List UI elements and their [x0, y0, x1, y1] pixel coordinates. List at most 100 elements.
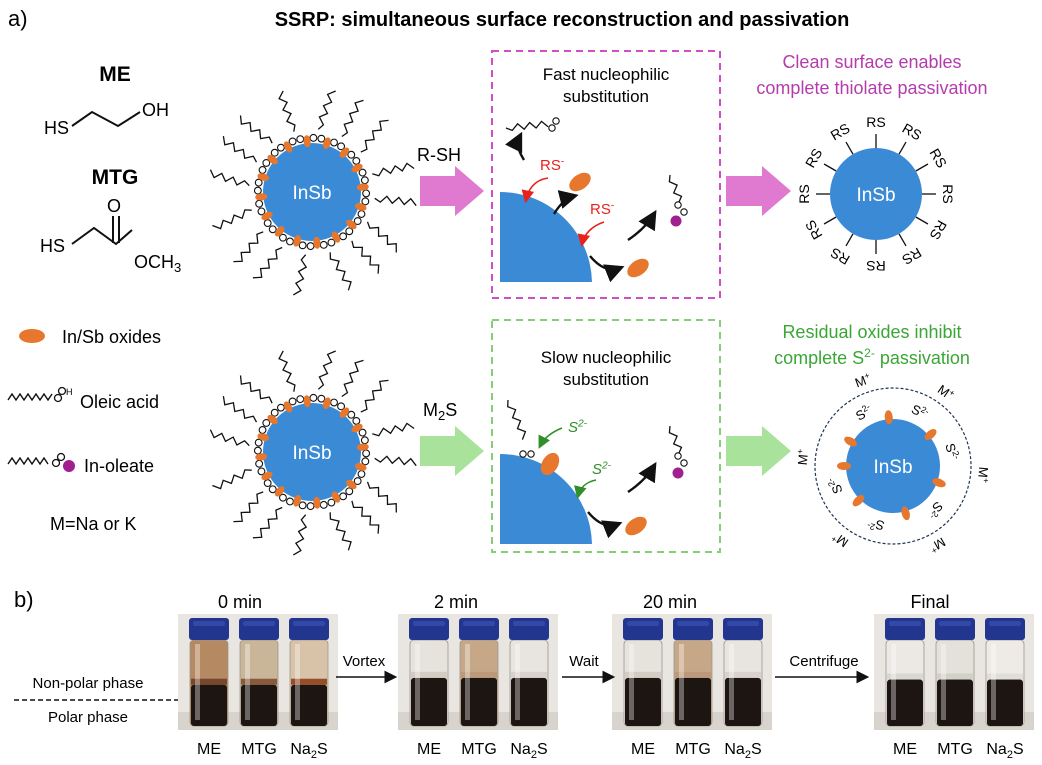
nc-top-carboxylate-o	[317, 134, 326, 143]
vial-polar-phase-0-0	[191, 684, 227, 726]
nc-top-ligand-chain-14	[360, 119, 389, 153]
nc-top-carboxylate-o	[352, 156, 361, 165]
bottom-result-line2: complete S2- passivation	[774, 346, 970, 368]
nc-top-oxide	[255, 193, 268, 201]
nc-bottom-core	[263, 403, 361, 501]
thiolate-rs-label-10: RS	[802, 146, 826, 171]
nc-top-oxide	[354, 203, 367, 211]
nc-bottom-oxide	[346, 479, 357, 490]
nc-top-ligand-chain-0	[374, 195, 417, 207]
thiolate-bond-1	[898, 141, 907, 155]
nc-top-carboxylate-o	[353, 217, 362, 226]
counter-ion-m-label-4: M+	[829, 529, 851, 551]
nc-bottom-carboxylate-o	[278, 493, 287, 502]
nc-top-carboxylate-o	[339, 232, 348, 241]
reagent-rsh: R-SH	[417, 145, 461, 165]
sulfide-residual-oxide-5	[852, 494, 865, 507]
nc-top-carboxylate-o	[255, 199, 264, 208]
nc-bottom-ligand-chain-14	[360, 379, 389, 413]
oxide-legend-icon	[19, 329, 45, 343]
transition-vortex-label: Vortex	[343, 653, 386, 670]
slow-surface-quarter	[500, 454, 592, 544]
fast-mechanism: RS-RS-	[500, 117, 688, 283]
nc-top-ligand-chain-12	[317, 90, 336, 130]
nc-top-oxide	[274, 226, 285, 237]
fast-surface-quarter	[500, 192, 592, 282]
nc-bottom-ligand-chain-13	[341, 359, 364, 398]
legend-oleic: Oleic acid	[80, 392, 159, 412]
vial-interface-3-1	[937, 673, 973, 680]
vial-interface-2-2	[725, 671, 761, 678]
legend-m-def: M=Na or K	[50, 514, 137, 534]
nc-top-carboxylate-o	[357, 210, 366, 218]
nc-top-carboxylate-o	[298, 241, 307, 250]
slow-oleate-chain	[507, 399, 527, 440]
thiolate-rs-label-9: RS	[796, 184, 812, 203]
vial-polar-phase-1-0	[411, 677, 447, 726]
phase-label-polar: Polar phase	[48, 709, 128, 726]
nc-top-carboxylate-o	[276, 143, 285, 152]
slow-s2-label-1: S2-	[568, 418, 588, 436]
nc-top-carboxylate-o	[345, 227, 354, 236]
nc-bottom-oxide	[283, 401, 293, 413]
step-time-label-0: 0 min	[218, 592, 262, 612]
nc-top-ligand-chain-13	[341, 99, 364, 138]
vial-interface-1-1	[461, 671, 497, 678]
nc-top-ligand-chain-6	[233, 231, 264, 263]
nc-bottom-carboxylate-o	[254, 438, 263, 447]
nc-bottom-carboxylate-o	[347, 410, 356, 419]
nc-bottom-oxide	[313, 496, 321, 509]
nc-bottom-carboxylate-o	[262, 418, 271, 427]
slow-in-oleate-o	[680, 459, 688, 467]
slow-indium-dot	[672, 467, 684, 479]
vial-cap-highlight-0-2	[293, 621, 325, 626]
nc-bottom-oxide	[274, 486, 285, 497]
ligand-me-name: ME	[99, 63, 131, 86]
nc-top-ligand-chain-4	[292, 254, 308, 296]
nc-top-carboxylate-o	[258, 166, 267, 174]
sulfide-s2-label-2: S2-	[942, 441, 962, 461]
fast-leaving-o	[548, 124, 556, 132]
nc-top-core	[263, 143, 361, 241]
nc-bottom-ligand-chain-6	[233, 491, 264, 523]
nc-bottom-carboxylate-o	[357, 470, 366, 478]
fast-leaving-o	[552, 117, 560, 125]
nc-bottom-ligand-chain-7	[212, 469, 252, 490]
nc-top-carboxylate-o	[257, 207, 266, 216]
step-time-label-1: 2 min	[434, 592, 478, 612]
fast-rs-attack-arrow-1	[521, 177, 549, 204]
nc-bottom-ligand-chain-4	[292, 514, 308, 556]
nc-top-ligand-chain-2	[351, 240, 380, 274]
transition-centrifuge-label: Centrifuge	[789, 653, 858, 670]
nc-bottom-carboxylate-o	[270, 408, 279, 417]
nc-top-carboxylate-o	[347, 150, 356, 159]
slow-in-oleate-arrow	[627, 461, 657, 493]
vial-glare-3-1	[941, 644, 946, 720]
vial-interface-3-2	[987, 673, 1023, 680]
nc-top-carboxylate-o	[253, 186, 262, 195]
fast-oxide-arrow-2	[589, 255, 625, 283]
fast-indium-dot	[670, 215, 682, 227]
mtg-skeleton	[71, 226, 133, 246]
nc-bottom-ligand-chain-15	[372, 422, 415, 437]
vial-glare-1-0	[415, 644, 420, 720]
thiolate-bond-4	[915, 216, 929, 225]
thiolate-bond-2	[915, 163, 929, 172]
nc-bottom-carboxylate-o	[362, 449, 371, 458]
slow-oleate-o	[519, 450, 527, 458]
nc-bottom-carboxylate-o	[253, 446, 262, 455]
nc-bottom-carboxylate-o	[361, 457, 370, 466]
thiolate-rs-label-3: RS	[940, 184, 956, 203]
nc-top-oxide	[331, 231, 341, 243]
nc-bottom-ligand-chain-10	[239, 375, 273, 404]
me-oh: OH	[142, 100, 169, 120]
vial-glare-0-2	[295, 644, 300, 720]
nc-top-ligand-chain-10	[239, 115, 273, 144]
slow-s2-attack-1	[538, 427, 563, 449]
nc-bottom-ligand-chain-8	[209, 429, 250, 447]
thiolate-rs-label-2: RS	[927, 146, 951, 171]
nc-top-carboxylate-o	[286, 237, 294, 246]
